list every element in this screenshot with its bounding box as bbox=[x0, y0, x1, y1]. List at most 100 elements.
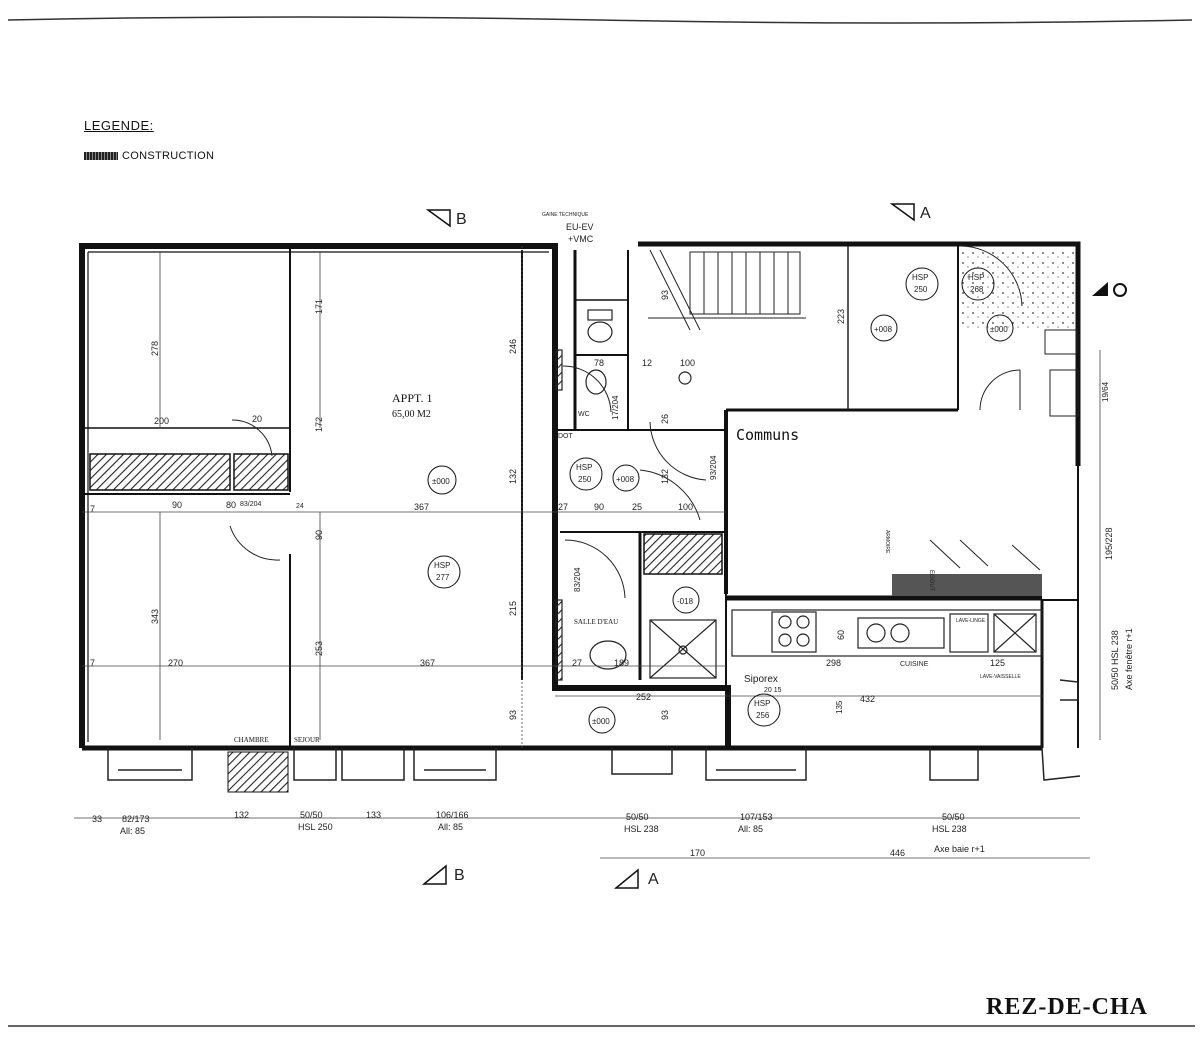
svg-text:106/166: 106/166 bbox=[436, 810, 469, 820]
level-marker: ±000 bbox=[588, 706, 616, 734]
svg-text:93: 93 bbox=[660, 290, 670, 300]
svg-text:A: A bbox=[648, 871, 659, 888]
section-marker-b-bottom: B bbox=[421, 864, 465, 885]
svg-text:93: 93 bbox=[508, 710, 518, 720]
hob-burner bbox=[796, 633, 810, 647]
page-top-edge bbox=[7, 16, 1193, 24]
washbasin bbox=[589, 640, 627, 670]
svg-text:107/153: 107/153 bbox=[740, 812, 773, 822]
facade-dimension-labels: 33 82/173 All: 85 132 50/50 HSL 250 133 … bbox=[92, 810, 985, 858]
level-marker: -018 bbox=[672, 586, 700, 614]
label-lave-linge: LAVE-LINGE bbox=[956, 618, 986, 624]
svg-text:446: 446 bbox=[890, 848, 905, 858]
label-siporex: Siporex bbox=[744, 674, 778, 685]
door-swings bbox=[229, 245, 1041, 599]
svg-text:HSL 250: HSL 250 bbox=[298, 822, 333, 832]
label-gaine-eu: EU-EV bbox=[566, 222, 594, 232]
level-marker-hsp-277: HSP 277 bbox=[427, 555, 461, 589]
svg-text:170: 170 bbox=[690, 848, 705, 858]
label-hsl-vertical: 50/50 HSL 238 bbox=[1110, 630, 1120, 690]
svg-text:215: 215 bbox=[508, 601, 518, 616]
svg-text:90: 90 bbox=[314, 530, 324, 540]
kitchen-fixtures bbox=[731, 574, 1043, 657]
svg-text:270: 270 bbox=[168, 658, 183, 668]
svg-text:All: 85: All: 85 bbox=[738, 824, 763, 834]
bathroom-fixtures bbox=[555, 309, 717, 681]
interior-partitions bbox=[82, 246, 1042, 748]
svg-text:17/204: 17/204 bbox=[611, 395, 620, 420]
svg-text:82/173: 82/173 bbox=[122, 814, 150, 824]
svg-text:223: 223 bbox=[836, 309, 846, 324]
svg-text:A: A bbox=[920, 205, 931, 222]
label-gaine-technique: GAINE TECHNIQUE bbox=[542, 212, 589, 218]
svg-text:7: 7 bbox=[90, 658, 95, 668]
svg-text:133: 133 bbox=[366, 810, 381, 820]
svg-text:19/64: 19/64 bbox=[1101, 381, 1110, 402]
fire-symbol-icon bbox=[1092, 282, 1127, 297]
storage-closets bbox=[89, 453, 723, 793]
sheet-title: REZ-DE-CHA bbox=[986, 994, 1149, 1020]
level-marker: ±000 bbox=[986, 314, 1014, 342]
svg-text:20: 20 bbox=[252, 414, 262, 424]
svg-text:All: 85: All: 85 bbox=[120, 826, 145, 836]
svg-text:7: 7 bbox=[90, 504, 95, 514]
svg-text:-018: -018 bbox=[677, 597, 694, 606]
room-salle-eau: SALLE D'EAU bbox=[574, 618, 618, 626]
svg-text:HSP: HSP bbox=[912, 273, 928, 282]
svg-text:27: 27 bbox=[572, 658, 582, 668]
svg-text:277: 277 bbox=[436, 573, 450, 582]
svg-text:132: 132 bbox=[508, 469, 518, 484]
svg-text:78: 78 bbox=[594, 358, 604, 368]
svg-text:250: 250 bbox=[578, 475, 592, 484]
construction-hatch-swatch bbox=[84, 152, 118, 160]
svg-text:246: 246 bbox=[508, 339, 518, 354]
svg-text:93: 93 bbox=[660, 710, 670, 720]
svg-text:83/204: 83/204 bbox=[240, 501, 262, 508]
svg-text:33: 33 bbox=[92, 814, 102, 824]
section-marker-b-top: B bbox=[425, 209, 467, 228]
svg-text:25: 25 bbox=[632, 502, 642, 512]
svg-text:298: 298 bbox=[826, 658, 841, 668]
facade-windows bbox=[107, 679, 1081, 781]
svg-text:50/50: 50/50 bbox=[942, 812, 965, 822]
svg-text:200: 200 bbox=[154, 416, 169, 426]
svg-text:189: 189 bbox=[614, 658, 629, 668]
staircase bbox=[648, 246, 849, 410]
svg-text:27: 27 bbox=[558, 502, 568, 512]
level-marker: +008 bbox=[612, 464, 640, 492]
svg-text:100: 100 bbox=[680, 358, 695, 368]
svg-text:367: 367 bbox=[414, 502, 429, 512]
svg-text:195/228: 195/228 bbox=[1104, 527, 1114, 560]
svg-text:±000: ±000 bbox=[990, 325, 1008, 334]
label-siporex-dim: 20 15 bbox=[764, 687, 782, 694]
svg-text:278: 278 bbox=[150, 341, 160, 356]
shower-tray bbox=[649, 619, 717, 679]
svg-text:172: 172 bbox=[314, 417, 324, 432]
svg-text:80: 80 bbox=[226, 500, 236, 510]
svg-text:250: 250 bbox=[914, 285, 928, 294]
exterior-walls bbox=[79, 241, 1081, 751]
svg-text:24: 24 bbox=[296, 503, 304, 510]
level-marker-hsp-268: HSP 268 bbox=[961, 267, 995, 301]
svg-text:343: 343 bbox=[150, 609, 160, 624]
level-marker: +008 bbox=[870, 314, 898, 342]
hob-burner bbox=[778, 615, 792, 629]
legend-construction-label: CONSTRUCTION bbox=[122, 150, 215, 162]
apartment-name: APPT. 1 bbox=[392, 391, 432, 405]
dimension-lines bbox=[74, 246, 1101, 859]
svg-text:132: 132 bbox=[234, 810, 249, 820]
svg-text:171: 171 bbox=[314, 299, 324, 314]
section-marker-a-bottom: A bbox=[613, 868, 659, 889]
svg-text:±000: ±000 bbox=[592, 717, 610, 726]
svg-text:26: 26 bbox=[660, 414, 670, 424]
svg-text:HSP: HSP bbox=[968, 273, 984, 282]
svg-text:252: 252 bbox=[636, 692, 651, 702]
svg-text:253: 253 bbox=[314, 641, 324, 656]
svg-text:+008: +008 bbox=[616, 475, 635, 484]
label-gaine-vmc: +VMC bbox=[568, 234, 594, 244]
hob-burner bbox=[796, 615, 810, 629]
svg-text:All: 85: All: 85 bbox=[438, 822, 463, 832]
svg-text:100: 100 bbox=[678, 502, 693, 512]
room-sejour: SEJOUR bbox=[294, 736, 320, 744]
